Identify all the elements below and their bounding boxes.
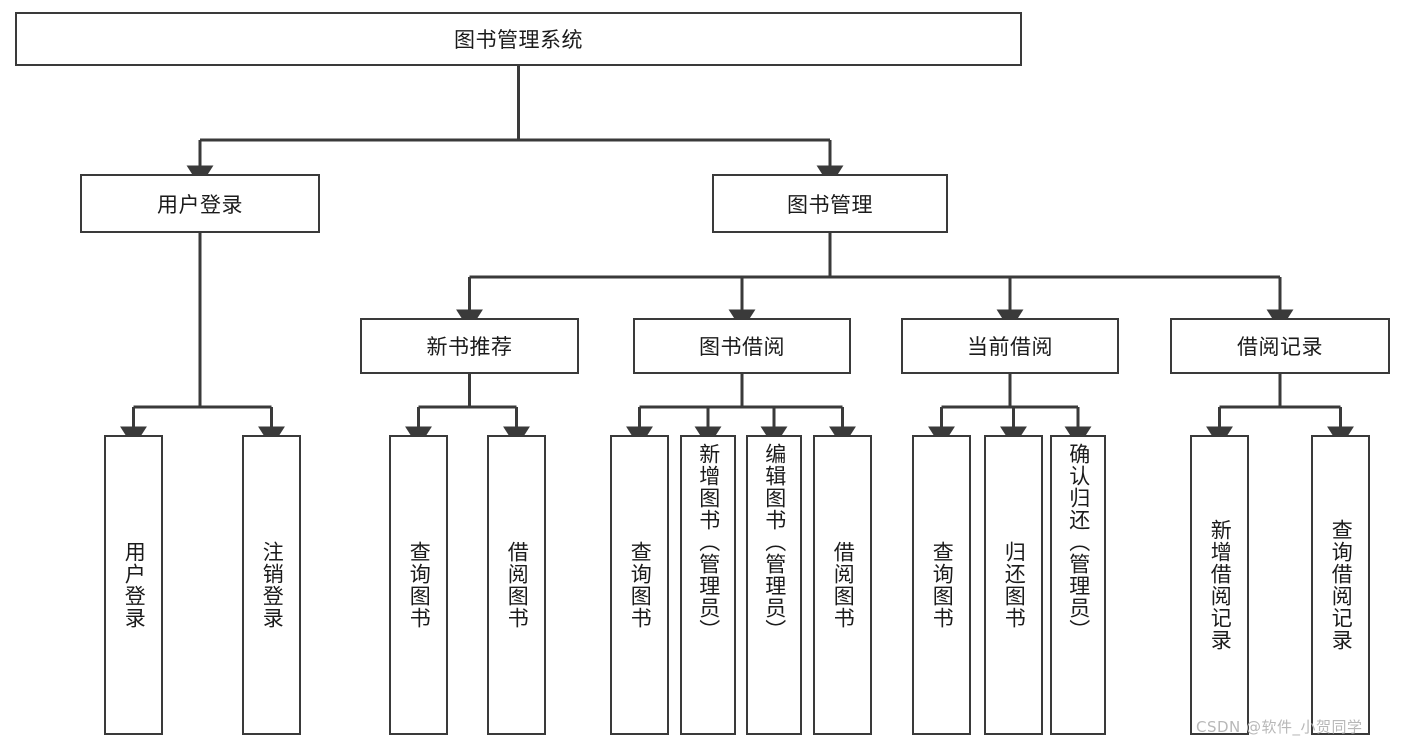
node-root[interactable]: 图书管理系统 — [15, 12, 1022, 66]
node-book-manage[interactable]: 图书管理 — [712, 174, 948, 233]
node-label: 新增借阅记录 — [1208, 519, 1233, 651]
node-label: 查询图书 — [930, 541, 955, 629]
node-label: 借阅记录 — [1237, 335, 1323, 359]
node-leaf-add-book-admin[interactable]: 新增图书（管理员） — [680, 435, 736, 735]
node-label: 注销登录 — [260, 541, 285, 629]
node-label: 当前借阅 — [967, 335, 1053, 359]
node-leaf-borrow-book-1[interactable]: 借阅图书 — [487, 435, 546, 735]
node-leaf-confirm-return-admin[interactable]: 确认归还（管理员） — [1050, 435, 1106, 735]
node-label: 查询图书 — [628, 541, 653, 629]
node-label: 用户登录 — [157, 192, 243, 217]
node-label: 编辑图书（管理员） — [762, 443, 787, 641]
node-label: 查询借阅记录 — [1329, 519, 1354, 651]
node-label: 图书管理 — [787, 192, 873, 217]
node-label: 新书推荐 — [426, 335, 513, 359]
node-label: 借阅图书 — [505, 541, 530, 629]
node-label: 图书管理系统 — [454, 28, 583, 52]
node-label: 确认归还（管理员） — [1066, 443, 1091, 641]
node-leaf-query-book-1[interactable]: 查询图书 — [389, 435, 448, 735]
node-label: 用户登录 — [122, 541, 147, 629]
node-label: 归还图书 — [1002, 541, 1027, 629]
node-current-borrow[interactable]: 当前借阅 — [901, 318, 1119, 374]
node-label: 借阅图书 — [831, 541, 856, 629]
node-label: 查询图书 — [407, 541, 432, 629]
node-leaf-query-borrow-record[interactable]: 查询借阅记录 — [1311, 435, 1370, 735]
node-borrow-record[interactable]: 借阅记录 — [1170, 318, 1390, 374]
csdn-watermark: CSDN @软件_小贺同学 — [1196, 718, 1363, 736]
node-label: 新增图书（管理员） — [696, 443, 721, 641]
node-user-login[interactable]: 用户登录 — [80, 174, 320, 233]
node-leaf-borrow-book-2[interactable]: 借阅图书 — [813, 435, 872, 735]
node-leaf-return-book[interactable]: 归还图书 — [984, 435, 1043, 735]
node-book-borrow[interactable]: 图书借阅 — [633, 318, 851, 374]
node-leaf-query-book-3[interactable]: 查询图书 — [912, 435, 971, 735]
node-leaf-user-login[interactable]: 用户登录 — [104, 435, 163, 735]
node-leaf-query-book-2[interactable]: 查询图书 — [610, 435, 669, 735]
node-label: 图书借阅 — [699, 335, 785, 359]
node-leaf-logout[interactable]: 注销登录 — [242, 435, 301, 735]
node-new-book-rec[interactable]: 新书推荐 — [360, 318, 579, 374]
node-leaf-edit-book-admin[interactable]: 编辑图书（管理员） — [746, 435, 802, 735]
node-leaf-add-borrow-record[interactable]: 新增借阅记录 — [1190, 435, 1249, 735]
